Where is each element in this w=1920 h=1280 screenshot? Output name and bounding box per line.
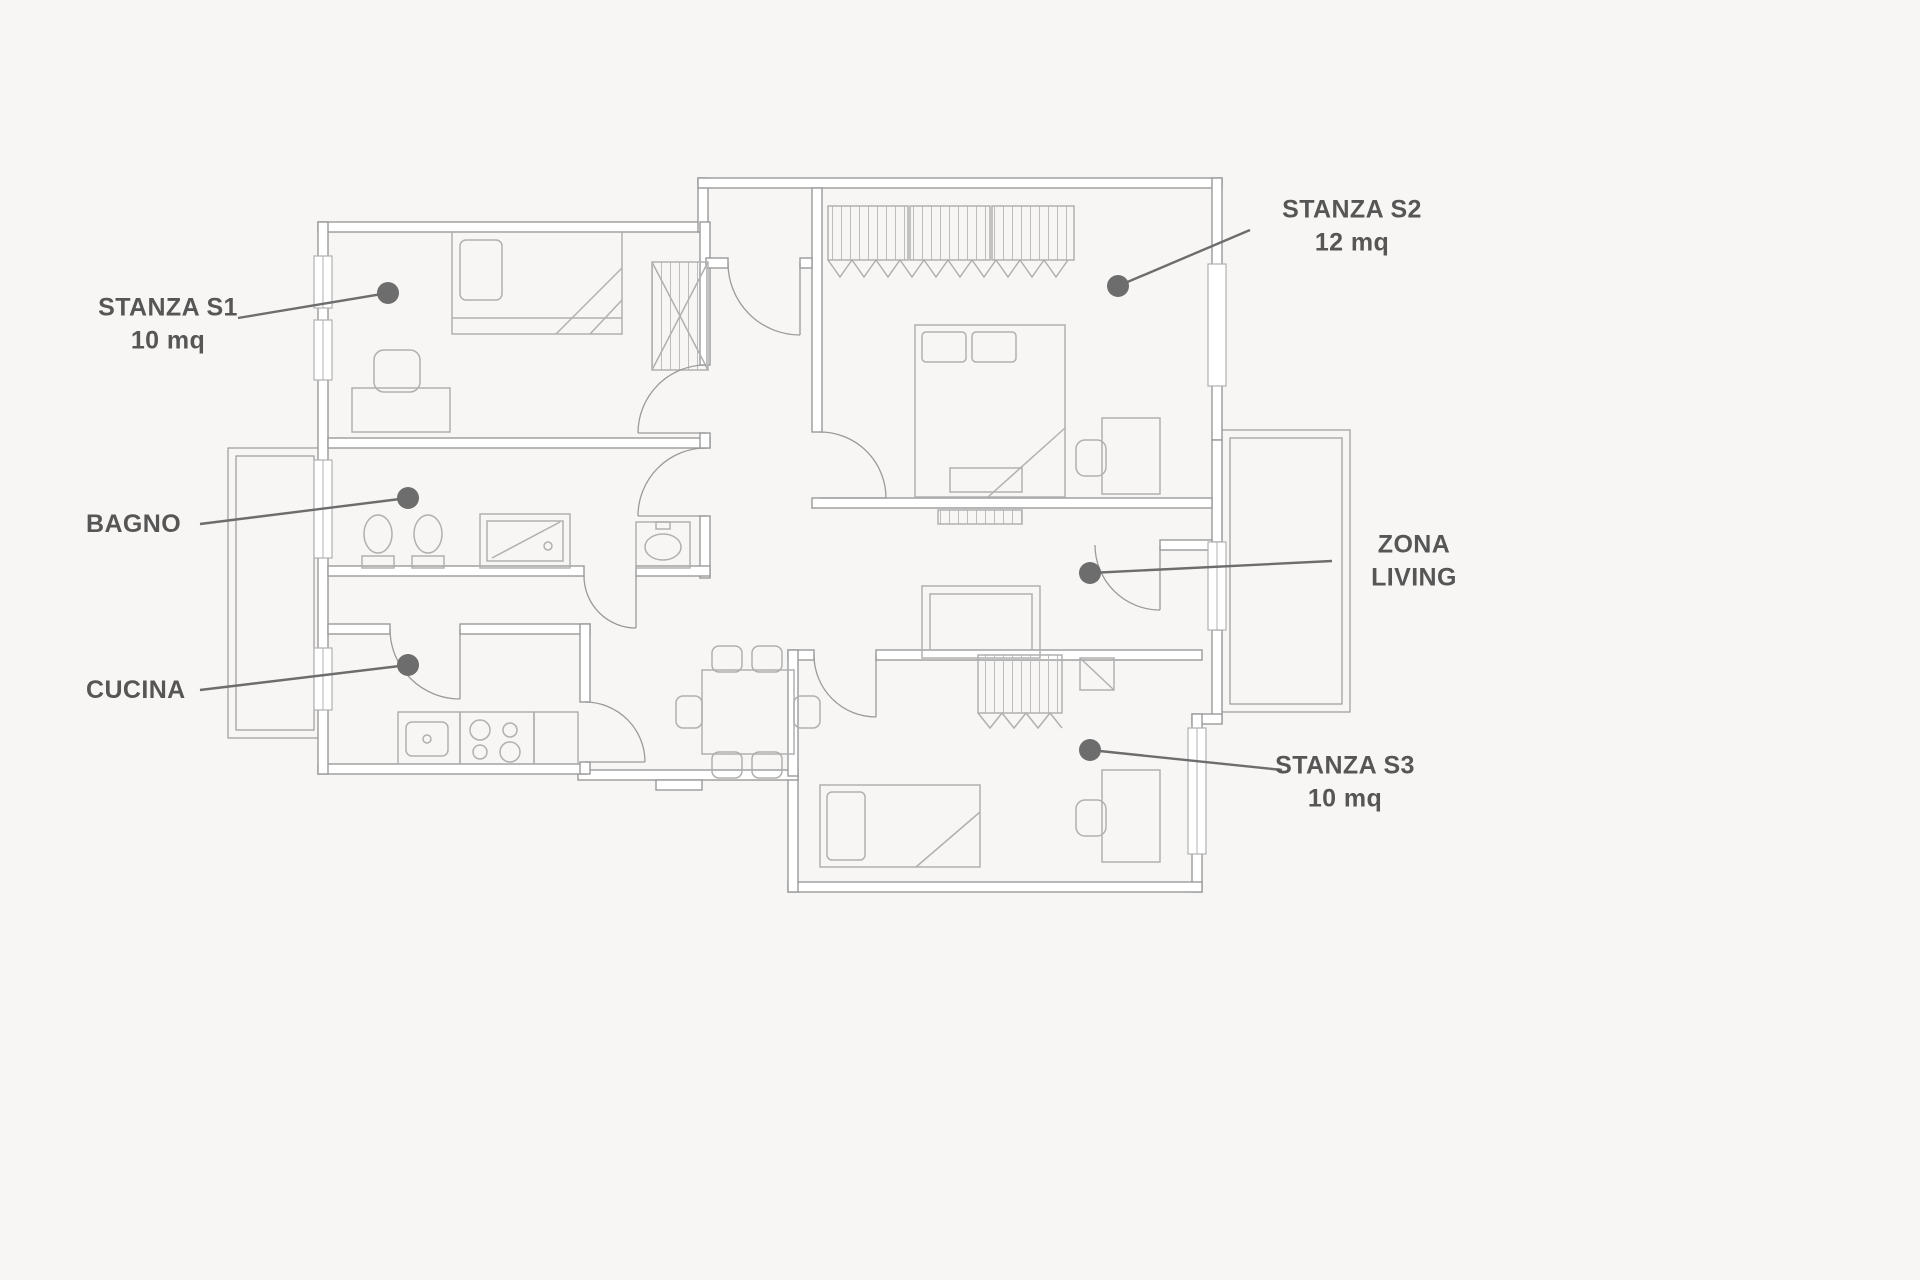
callout-bagno: BAGNO xyxy=(86,508,181,541)
room-label: ZONA xyxy=(1377,530,1451,559)
marker-dot-stanza-s2 xyxy=(1107,275,1129,297)
entrance-door-arc xyxy=(727,262,801,336)
wardrobe-icon xyxy=(651,261,709,371)
room-label: BAGNO xyxy=(86,509,182,538)
corridor-door-arc xyxy=(584,701,646,763)
sink-icon xyxy=(635,521,691,569)
leader-line-bagno xyxy=(199,496,409,526)
furniture-bagno xyxy=(361,513,691,569)
callout-zona-living: ZONA LIVING xyxy=(1371,529,1457,594)
shower-icon xyxy=(479,513,571,569)
marker-dot-bagno xyxy=(397,487,419,509)
closet-icon xyxy=(827,205,1075,279)
room-label: STANZA S3 xyxy=(1275,751,1415,780)
leader-line-cucina xyxy=(199,663,409,692)
stanza-s1-door-arc xyxy=(637,364,707,434)
leader-line-zona-living xyxy=(1089,559,1333,575)
hall-door-arc xyxy=(637,447,707,517)
room-label: STANZA S1 xyxy=(98,293,238,322)
callout-stanza-s2: STANZA S2 12 mq xyxy=(1282,194,1422,259)
nightstand-icon xyxy=(1079,657,1115,691)
room-area: 12 mq xyxy=(1314,228,1390,256)
exterior-walls xyxy=(317,177,1223,893)
room-label: STANZA S2 xyxy=(1282,195,1422,224)
double-bed-icon xyxy=(914,324,1066,498)
doors xyxy=(389,262,1161,763)
marker-dot-cucina xyxy=(397,654,419,676)
marker-dot-stanza-s1 xyxy=(377,282,399,304)
room-label: CUCINA xyxy=(86,675,186,704)
dining-table-icon xyxy=(701,669,795,755)
bed-icon xyxy=(451,231,623,335)
room-label: LIVING xyxy=(1371,563,1457,591)
radiator-icon xyxy=(937,509,1023,525)
sofa-icon xyxy=(921,585,1041,659)
furniture-living xyxy=(921,585,1041,659)
windows xyxy=(313,255,1227,855)
interior-walls xyxy=(327,187,1213,777)
stanza-s2-door-arc xyxy=(819,431,887,499)
leader-line-stanza-s1 xyxy=(237,291,389,320)
marker-dot-stanza-s3 xyxy=(1079,739,1101,761)
bidet-icon xyxy=(411,514,445,569)
furniture-cucina xyxy=(397,711,579,765)
closet-icon xyxy=(977,654,1063,730)
callout-stanza-s1: STANZA S1 10 mq xyxy=(98,292,238,357)
single-bed-icon xyxy=(819,784,981,868)
furniture-stanza-s1 xyxy=(351,231,709,433)
cucina-door-arc xyxy=(389,628,461,700)
desk-icon xyxy=(1075,769,1161,863)
callout-stanza-s3: STANZA S3 10 mq xyxy=(1275,750,1415,815)
bagno-door-arc xyxy=(583,575,637,629)
furniture-stanza-s3 xyxy=(819,654,1161,868)
balcony-right xyxy=(1221,429,1351,713)
living-door-arc xyxy=(1094,544,1161,611)
stove-icon xyxy=(459,711,535,765)
furniture-dining xyxy=(675,645,821,779)
room-area: 10 mq xyxy=(130,326,206,354)
balcony-left xyxy=(227,447,323,739)
desk-icon xyxy=(1075,417,1161,495)
marker-dot-zona-living xyxy=(1079,562,1101,584)
stanza-s3-door-arc xyxy=(813,654,877,718)
toilet-icon xyxy=(361,514,395,569)
kitchen-sink-icon xyxy=(397,711,461,765)
room-area: 10 mq xyxy=(1307,784,1383,812)
counter-icon xyxy=(533,711,579,765)
desk-icon xyxy=(351,349,451,433)
leader-line-stanza-s3 xyxy=(1089,748,1283,772)
callout-cucina: CUCINA xyxy=(86,674,186,707)
leader-line-stanza-s2 xyxy=(1117,228,1251,288)
furniture-stanza-s2 xyxy=(827,205,1161,525)
callout-leaders xyxy=(199,228,1333,772)
